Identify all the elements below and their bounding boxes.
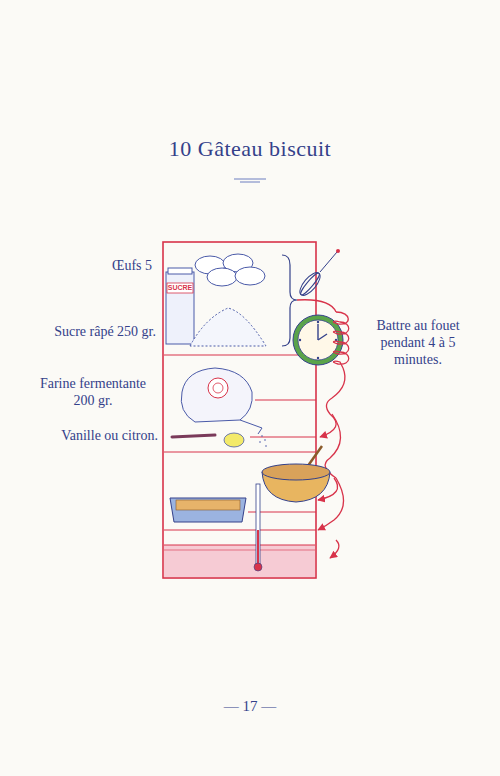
eggs (195, 254, 265, 286)
recipe-title: 10 Gâteau biscuit (80, 136, 420, 162)
ingredient-label: Farine fermentante 200 gr. (30, 376, 156, 410)
sugar-heap (190, 308, 266, 346)
mixing-bowl (262, 446, 330, 502)
instruction-note: Battre au fouet pendant 4 à 5 minutes. (356, 318, 480, 368)
ingredient-label: Vanille ou citron. (20, 428, 158, 445)
ingredient-label: Sucre râpé 250 gr. (18, 324, 156, 341)
vanilla-lemon (172, 433, 244, 447)
sugar-box (166, 268, 194, 344)
flow-curve (297, 300, 349, 558)
ingredient-label: Œufs 5 (30, 258, 152, 275)
clock (293, 315, 343, 365)
page-number: — 17 — (200, 697, 300, 715)
title-ornament (234, 179, 266, 182)
package-label: SUCRE (166, 284, 194, 291)
thermometer (254, 484, 262, 571)
whisk (296, 249, 340, 299)
baking-tin (170, 498, 246, 522)
recipe-frame (163, 242, 316, 578)
